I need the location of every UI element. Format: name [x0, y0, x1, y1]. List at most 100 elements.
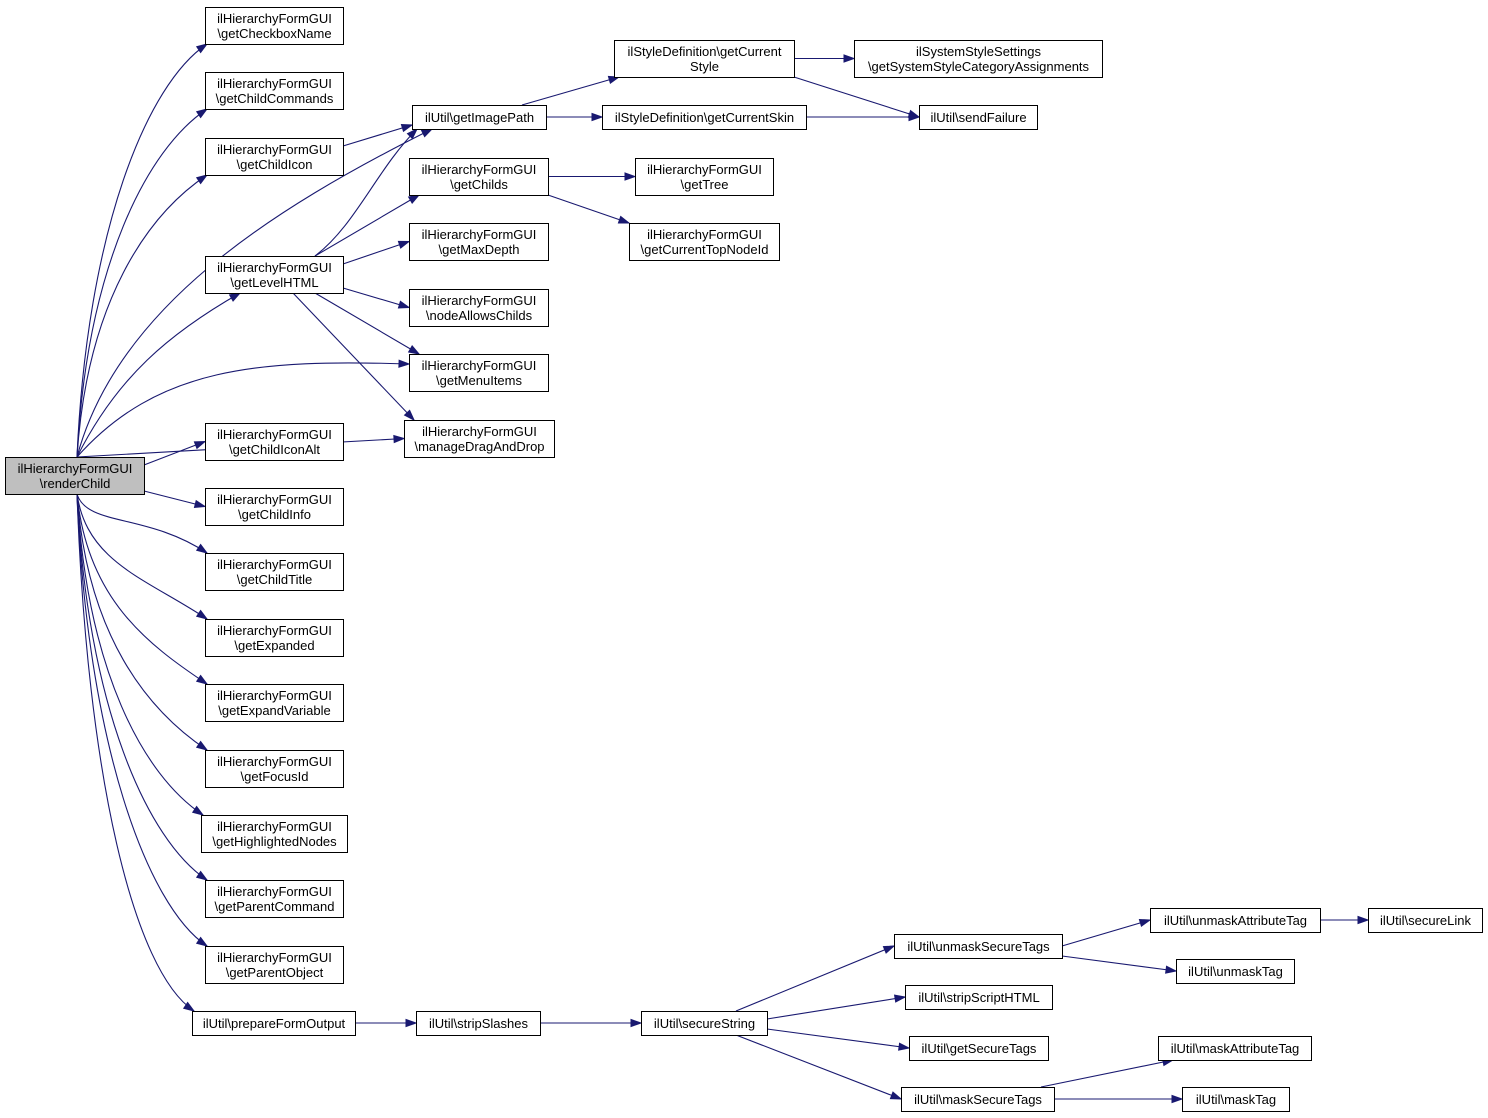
node-unmaskTag[interactable]: ilUtil\unmaskTag: [1176, 959, 1295, 984]
node-box: [629, 223, 780, 261]
node-box: [635, 158, 774, 196]
node-getChilds[interactable]: ilHierarchyFormGUI\getChilds: [409, 158, 549, 196]
node-maskAttributeTag[interactable]: ilUtil\maskAttributeTag: [1158, 1036, 1312, 1061]
node-label: \getChildCommands: [216, 91, 334, 106]
node-stripSlashes[interactable]: ilUtil\stripSlashes: [416, 1011, 541, 1036]
node-label: ilHierarchyFormGUI: [422, 293, 537, 308]
node-label: \getChildIconAlt: [229, 442, 320, 457]
node-getTree[interactable]: ilHierarchyFormGUI\getTree: [635, 158, 774, 196]
node-unmaskSecureTags[interactable]: ilUtil\unmaskSecureTags: [894, 934, 1063, 959]
node-unmaskAttributeTag[interactable]: ilUtil\unmaskAttributeTag: [1150, 908, 1321, 933]
edge-getLevelHTML-to-getMenuItems-arrowhead: [407, 345, 421, 355]
node-getParentObject[interactable]: ilHierarchyFormGUI\getParentObject: [205, 946, 344, 984]
edge-getLevelHTML-to-getChilds: [314, 194, 420, 257]
node-stripScriptHTML[interactable]: ilUtil\stripScriptHTML: [905, 985, 1053, 1010]
node-box: [614, 40, 795, 78]
node-manageDragAndDrop[interactable]: ilHierarchyFormGUI\manageDragAndDrop: [404, 420, 555, 458]
node-getMaxDepth[interactable]: ilHierarchyFormGUI\getMaxDepth: [409, 223, 549, 261]
edge-renderChild-to-getParentCommand: [76, 493, 208, 881]
edge-getCurrentStyle-to-sendFailure: [793, 76, 920, 118]
node-getChildIcon[interactable]: ilHierarchyFormGUI\getChildIcon: [205, 138, 344, 176]
edge-secureString-to-maskSecureTags-arrowhead: [889, 1091, 903, 1100]
edge-renderChild-to-manageDragAndDrop-arrowhead: [393, 434, 406, 444]
node-getCurrentTopNodeId[interactable]: ilHierarchyFormGUI\getCurrentTopNodeId: [629, 223, 780, 261]
node-box: [854, 40, 1103, 78]
node-maskTag[interactable]: ilUtil\maskTag: [1182, 1087, 1290, 1112]
node-label: ilStyleDefinition\getCurrentSkin: [615, 110, 794, 125]
node-label: \getTree: [681, 177, 729, 192]
node-getCurrentSkin[interactable]: ilStyleDefinition\getCurrentSkin: [602, 105, 807, 130]
edge-renderChild-to-getLevelHTML: [76, 292, 241, 458]
node-box: [1176, 959, 1295, 984]
node-getChildInfo[interactable]: ilHierarchyFormGUI\getChildInfo: [205, 488, 344, 526]
node-renderChild[interactable]: ilHierarchyFormGUI\renderChild: [5, 457, 145, 495]
edge-renderChild-to-getChildIconAlt-arrowhead: [193, 440, 207, 450]
edge-renderChild-to-getCheckboxName-arrowhead: [195, 43, 209, 54]
edge-renderChild-to-getParentObject: [76, 493, 208, 947]
node-box: [409, 158, 549, 196]
node-getChildCommands[interactable]: ilHierarchyFormGUI\getChildCommands: [205, 72, 344, 110]
node-getHighlightedNodes[interactable]: ilHierarchyFormGUI\getHighlightedNodes: [201, 815, 348, 853]
edge-getLevelHTML-to-getImagePath-arrowhead: [406, 127, 419, 140]
edge-getChilds-to-getTree-arrowhead: [624, 172, 637, 181]
node-box: [205, 488, 344, 526]
node-maskSecureTags[interactable]: ilUtil\maskSecureTags: [901, 1087, 1055, 1112]
edge-renderChild-to-getChildIconAlt: [143, 440, 206, 466]
node-label: ilHierarchyFormGUI: [217, 688, 332, 703]
node-secureLink[interactable]: ilUtil\secureLink: [1368, 908, 1483, 933]
edge-renderChild-to-getChildTitle-arrowhead: [195, 543, 209, 554]
node-box: [205, 553, 344, 591]
edge-secureString-to-stripScriptHTML-arrowhead: [893, 994, 907, 1003]
node-label: ilUtil\prepareFormOutput: [203, 1016, 346, 1031]
node-getChildTitle[interactable]: ilHierarchyFormGUI\getChildTitle: [205, 553, 344, 591]
edge-getLevelHTML-to-getMaxDepth: [342, 240, 410, 265]
node-box: [1150, 908, 1321, 933]
node-label: \getFocusId: [241, 769, 309, 784]
edge-renderChild-to-prepareFormOutput: [76, 493, 195, 1012]
edge-getLevelHTML-to-nodeAllowsChilds-arrowhead: [397, 300, 411, 309]
edge-getCurrentStyle-to-getSystemStyleCategoryAssignments-arrowhead: [843, 54, 856, 63]
node-box: [641, 1011, 768, 1036]
edge-renderChild-to-getHighlightedNodes: [76, 493, 204, 816]
node-box: [409, 223, 549, 261]
node-getFocusId[interactable]: ilHierarchyFormGUI\getFocusId: [205, 750, 344, 788]
node-secureString[interactable]: ilUtil\secureString: [641, 1011, 768, 1036]
node-getCheckboxName[interactable]: ilHierarchyFormGUI\getCheckboxName: [205, 7, 344, 45]
edge-getLevelHTML-to-manageDragAndDrop-arrowhead: [403, 409, 416, 422]
node-getSystemStyleCategoryAssignments[interactable]: ilSystemStyleSettings\getSystemStyleCate…: [854, 40, 1103, 78]
edge-unmaskSecureTags-to-unmaskAttributeTag-arrowhead: [1138, 918, 1152, 928]
node-label: ilHierarchyFormGUI: [217, 623, 332, 638]
node-getParentCommand[interactable]: ilHierarchyFormGUI\getParentCommand: [205, 880, 344, 918]
node-label: \getExpandVariable: [218, 703, 331, 718]
node-nodeAllowsChilds[interactable]: ilHierarchyFormGUI\nodeAllowsChilds: [409, 289, 549, 327]
edge-renderChild-to-getChildIcon: [76, 174, 208, 458]
node-label: \getCheckboxName: [217, 26, 331, 41]
node-label: \renderChild: [40, 476, 111, 491]
node-prepareFormOutput[interactable]: ilUtil\prepareFormOutput: [192, 1011, 356, 1036]
node-getLevelHTML[interactable]: ilHierarchyFormGUI\getLevelHTML: [205, 256, 344, 294]
node-label: ilUtil\getImagePath: [425, 110, 534, 125]
node-box: [416, 1011, 541, 1036]
node-getExpanded[interactable]: ilHierarchyFormGUI\getExpanded: [205, 619, 344, 657]
node-label: ilUtil\getSecureTags: [922, 1041, 1037, 1056]
node-getExpandVariable[interactable]: ilHierarchyFormGUI\getExpandVariable: [205, 684, 344, 722]
node-getSecureTags[interactable]: ilUtil\getSecureTags: [909, 1036, 1049, 1061]
node-sendFailure[interactable]: ilUtil\sendFailure: [919, 105, 1038, 130]
edge-secureString-to-unmaskSecureTags: [735, 945, 895, 1012]
node-box: [205, 7, 344, 45]
node-box: [404, 420, 555, 458]
edge-getImagePath-to-getCurrentStyle: [521, 76, 620, 106]
edge-renderChild-to-getImagePath-arrowhead: [420, 128, 434, 138]
node-label: ilUtil\secureString: [654, 1016, 755, 1031]
edge-renderChild-to-getHighlightedNodes-arrowhead: [191, 805, 205, 816]
node-getMenuItems[interactable]: ilHierarchyFormGUI\getMenuItems: [409, 354, 549, 392]
node-box: [602, 105, 807, 130]
node-label: ilUtil\unmaskAttributeTag: [1164, 913, 1307, 928]
node-label: ilHierarchyFormGUI: [217, 260, 332, 275]
node-getImagePath[interactable]: ilUtil\getImagePath: [412, 105, 547, 130]
edge-secureString-to-stripScriptHTML: [766, 996, 906, 1020]
node-box: [1158, 1036, 1312, 1061]
node-getChildIconAlt[interactable]: ilHierarchyFormGUI\getChildIconAlt: [205, 423, 344, 461]
